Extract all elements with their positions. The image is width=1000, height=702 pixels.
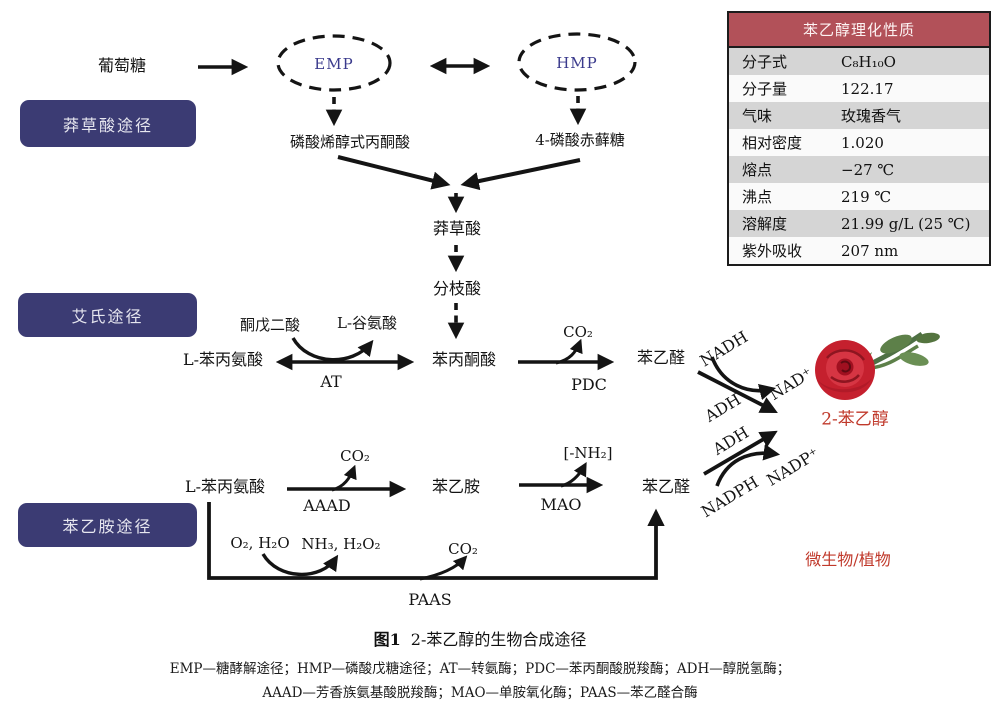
enzyme-pdc: PDC — [571, 375, 607, 395]
node-phenylalanine-bottom: L-苯丙氨酸 — [184, 477, 266, 497]
node-ketoglutarate: 酮戊二酸 — [239, 315, 301, 334]
curve-nadph-nadp — [715, 444, 781, 487]
table-row-label: 相对密度 — [742, 134, 803, 152]
enzyme-mao: MAO — [540, 495, 582, 515]
curve-nh2-mao — [560, 461, 587, 488]
table-row: 相对密度 1.020 — [729, 129, 989, 156]
caption-title-line: 图1 2-苯乙醇的生物合成途径 — [0, 626, 960, 650]
node-phenylalanine-mid: L-苯丙氨酸 — [182, 350, 264, 370]
cofactor-o2-h2o: O₂, H₂O — [230, 533, 290, 552]
badge-ehrlich-label: 艾氏途径 — [71, 307, 144, 326]
table-row-label: 分子式 — [742, 53, 788, 71]
node-pep: 磷酸烯醇式丙酮酸 — [289, 132, 411, 151]
caption-figure-number: 图1 — [373, 630, 401, 649]
arrow-pep-converge — [337, 155, 451, 190]
table-row-value: 1.020 — [841, 133, 884, 152]
node-phenylacetaldehyde-bottom: 苯乙醛 — [641, 477, 691, 497]
curve-ketoglutarate-glutamate — [291, 337, 374, 362]
cofactor-co2-paas: CO₂ — [448, 539, 478, 558]
enzyme-aaad: AAAD — [303, 496, 351, 516]
figure-caption: 图1 2-苯乙醇的生物合成途径 EMP—糖酵解途径；HMP—磷酸戊糖途径；AT—转… — [0, 626, 960, 701]
node-product-2pe: 2-苯乙醇 — [821, 409, 889, 430]
table-row-label: 熔点 — [742, 161, 773, 179]
table-row-value: 207 nm — [841, 241, 899, 260]
node-phenylethylamine: 苯乙胺 — [431, 477, 481, 497]
curve-co2-pdc — [555, 338, 583, 365]
cofactor-co2-pdc: CO₂ — [563, 322, 593, 341]
arrow-adh-bottom — [703, 430, 778, 476]
table-row-label: 沸点 — [742, 188, 773, 206]
table-row: 熔点 −27 ℃ — [729, 156, 989, 183]
properties-table-title: 苯乙醇理化性质 — [729, 13, 989, 48]
route-paas — [207, 502, 665, 580]
table-row-value: −27 ℃ — [841, 160, 895, 179]
table-row-value: 玫瑰香气 — [841, 107, 902, 125]
table-row-label: 分子量 — [742, 80, 788, 98]
table-row-value: 219 ℃ — [841, 187, 892, 206]
caption-legend-line1: EMP—糖酵解途径；HMP—磷酸戊糖途径；AT—转氨酶；PDC—苯丙酮酸脱羧酶；… — [169, 661, 791, 677]
table-row-label: 紫外吸收 — [742, 242, 803, 260]
table-row: 紫外吸收 207 nm — [729, 237, 989, 264]
enzyme-at: AT — [320, 372, 342, 392]
cofactor-nh3-h2o2: NH₃, H₂O₂ — [301, 534, 381, 553]
table-row: 沸点 219 ℃ — [729, 183, 989, 210]
table-row-value: 21.99 g/L (25 ℃) — [841, 214, 971, 233]
node-glucose: 葡萄糖 — [97, 56, 147, 76]
arrow-e4p-converge — [460, 158, 581, 191]
node-e4p: 4-磷酸赤藓糖 — [535, 130, 625, 149]
curve-nadh-nad — [710, 356, 777, 401]
badge-phenylethylamine-pathway: 苯乙胺途径 — [18, 503, 197, 547]
cofactor-co2-aaad: CO₂ — [340, 446, 370, 465]
curve-o2-nh3 — [261, 553, 339, 577]
caption-title: 2-苯乙醇的生物合成途径 — [410, 630, 587, 649]
table-row: 分子量 122.17 — [729, 75, 989, 102]
table-row-label: 溶解度 — [742, 215, 788, 233]
node-glutamate: L-谷氨酸 — [336, 313, 398, 332]
node-phenylpyruvate: 苯丙酮酸 — [431, 350, 497, 370]
emp-ellipse — [276, 34, 392, 92]
table-row-label: 气味 — [742, 107, 773, 125]
enzyme-paas: PAAS — [408, 590, 452, 610]
properties-table: 苯乙醇理化性质 分子式 C₈H₁₀O 分子量 122.17 气味 玫瑰香气 相对… — [727, 11, 991, 266]
badge-shikimate-label: 莽草酸途径 — [62, 115, 153, 135]
label-microbe-plant: 微生物/植物 — [805, 550, 891, 570]
cofactor-nh2-loss: [-NH₂] — [563, 443, 613, 462]
caption-legend-line2: AAAD—芳香族氨基酸脱羧酶；MAO—单胺氧化酶；PAAS—苯乙醛合酶 — [262, 685, 698, 701]
node-hmp: HMP — [556, 53, 598, 72]
badge-phenylethylamine-label: 苯乙胺途径 — [62, 517, 153, 536]
node-chorismic-acid: 分枝酸 — [432, 279, 482, 299]
curve-co2-paas — [419, 555, 468, 581]
table-row-value: C₈H₁₀O — [841, 52, 896, 71]
node-phenylacetaldehyde-top: 苯乙醛 — [636, 348, 686, 368]
curve-co2-aaad — [331, 464, 357, 492]
rose-image — [815, 331, 940, 400]
hmp-ellipse — [517, 32, 637, 92]
table-row: 分子式 C₈H₁₀O — [729, 48, 989, 75]
table-row: 气味 玫瑰香气 — [729, 102, 989, 129]
table-row-value: 122.17 — [841, 79, 894, 98]
badge-shikimate-pathway: 莽草酸途径 — [20, 100, 196, 147]
node-emp: EMP — [314, 54, 354, 73]
node-shikimic-acid: 莽草酸 — [432, 219, 482, 239]
arrow-adh-top — [697, 370, 778, 413]
table-row: 溶解度 21.99 g/L (25 ℃) — [729, 210, 989, 237]
badge-ehrlich-pathway: 艾氏途径 — [18, 293, 197, 337]
